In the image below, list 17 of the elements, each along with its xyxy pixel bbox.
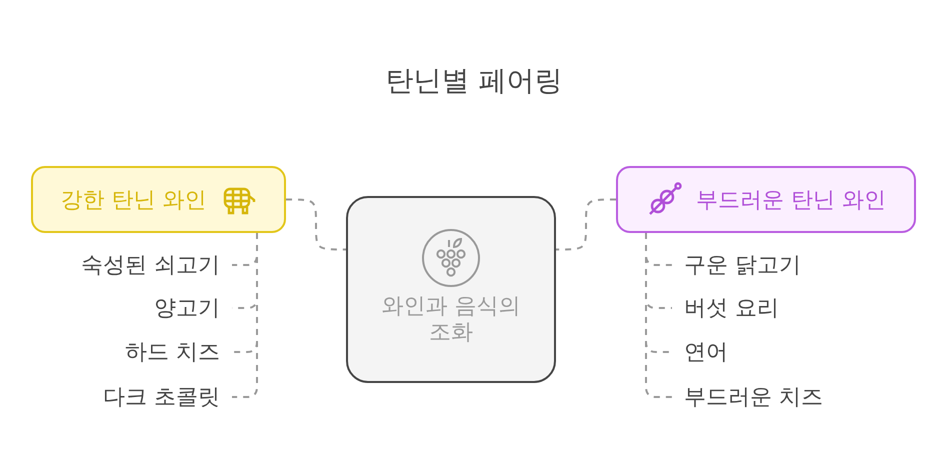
pairing-item: 양고기	[154, 295, 220, 323]
pairing-item: 다크 초콜릿	[103, 384, 220, 412]
topic-label: 와인과 음식의 조화	[380, 294, 522, 346]
connector-line	[556, 198, 616, 250]
pairing-item: 버섯 요리	[684, 295, 779, 323]
category-box	[31, 166, 286, 233]
pairing-item: 숙성된 쇠고기	[81, 252, 220, 280]
pairing-item: 부드러운 치즈	[684, 384, 823, 412]
diagram-title: 탄닌별 페어링	[384, 63, 564, 99]
connector-line	[286, 198, 346, 250]
pairing-item: 구운 닭고기	[684, 252, 801, 280]
category-label: 강한 탄닌 와인	[60, 186, 206, 214]
topic-box	[346, 196, 556, 383]
pairing-item: 하드 치즈	[125, 339, 220, 367]
category-box	[616, 166, 916, 233]
category-label: 부드러운 탄닌 와인	[696, 186, 886, 214]
pairing-item: 연어	[684, 339, 728, 367]
